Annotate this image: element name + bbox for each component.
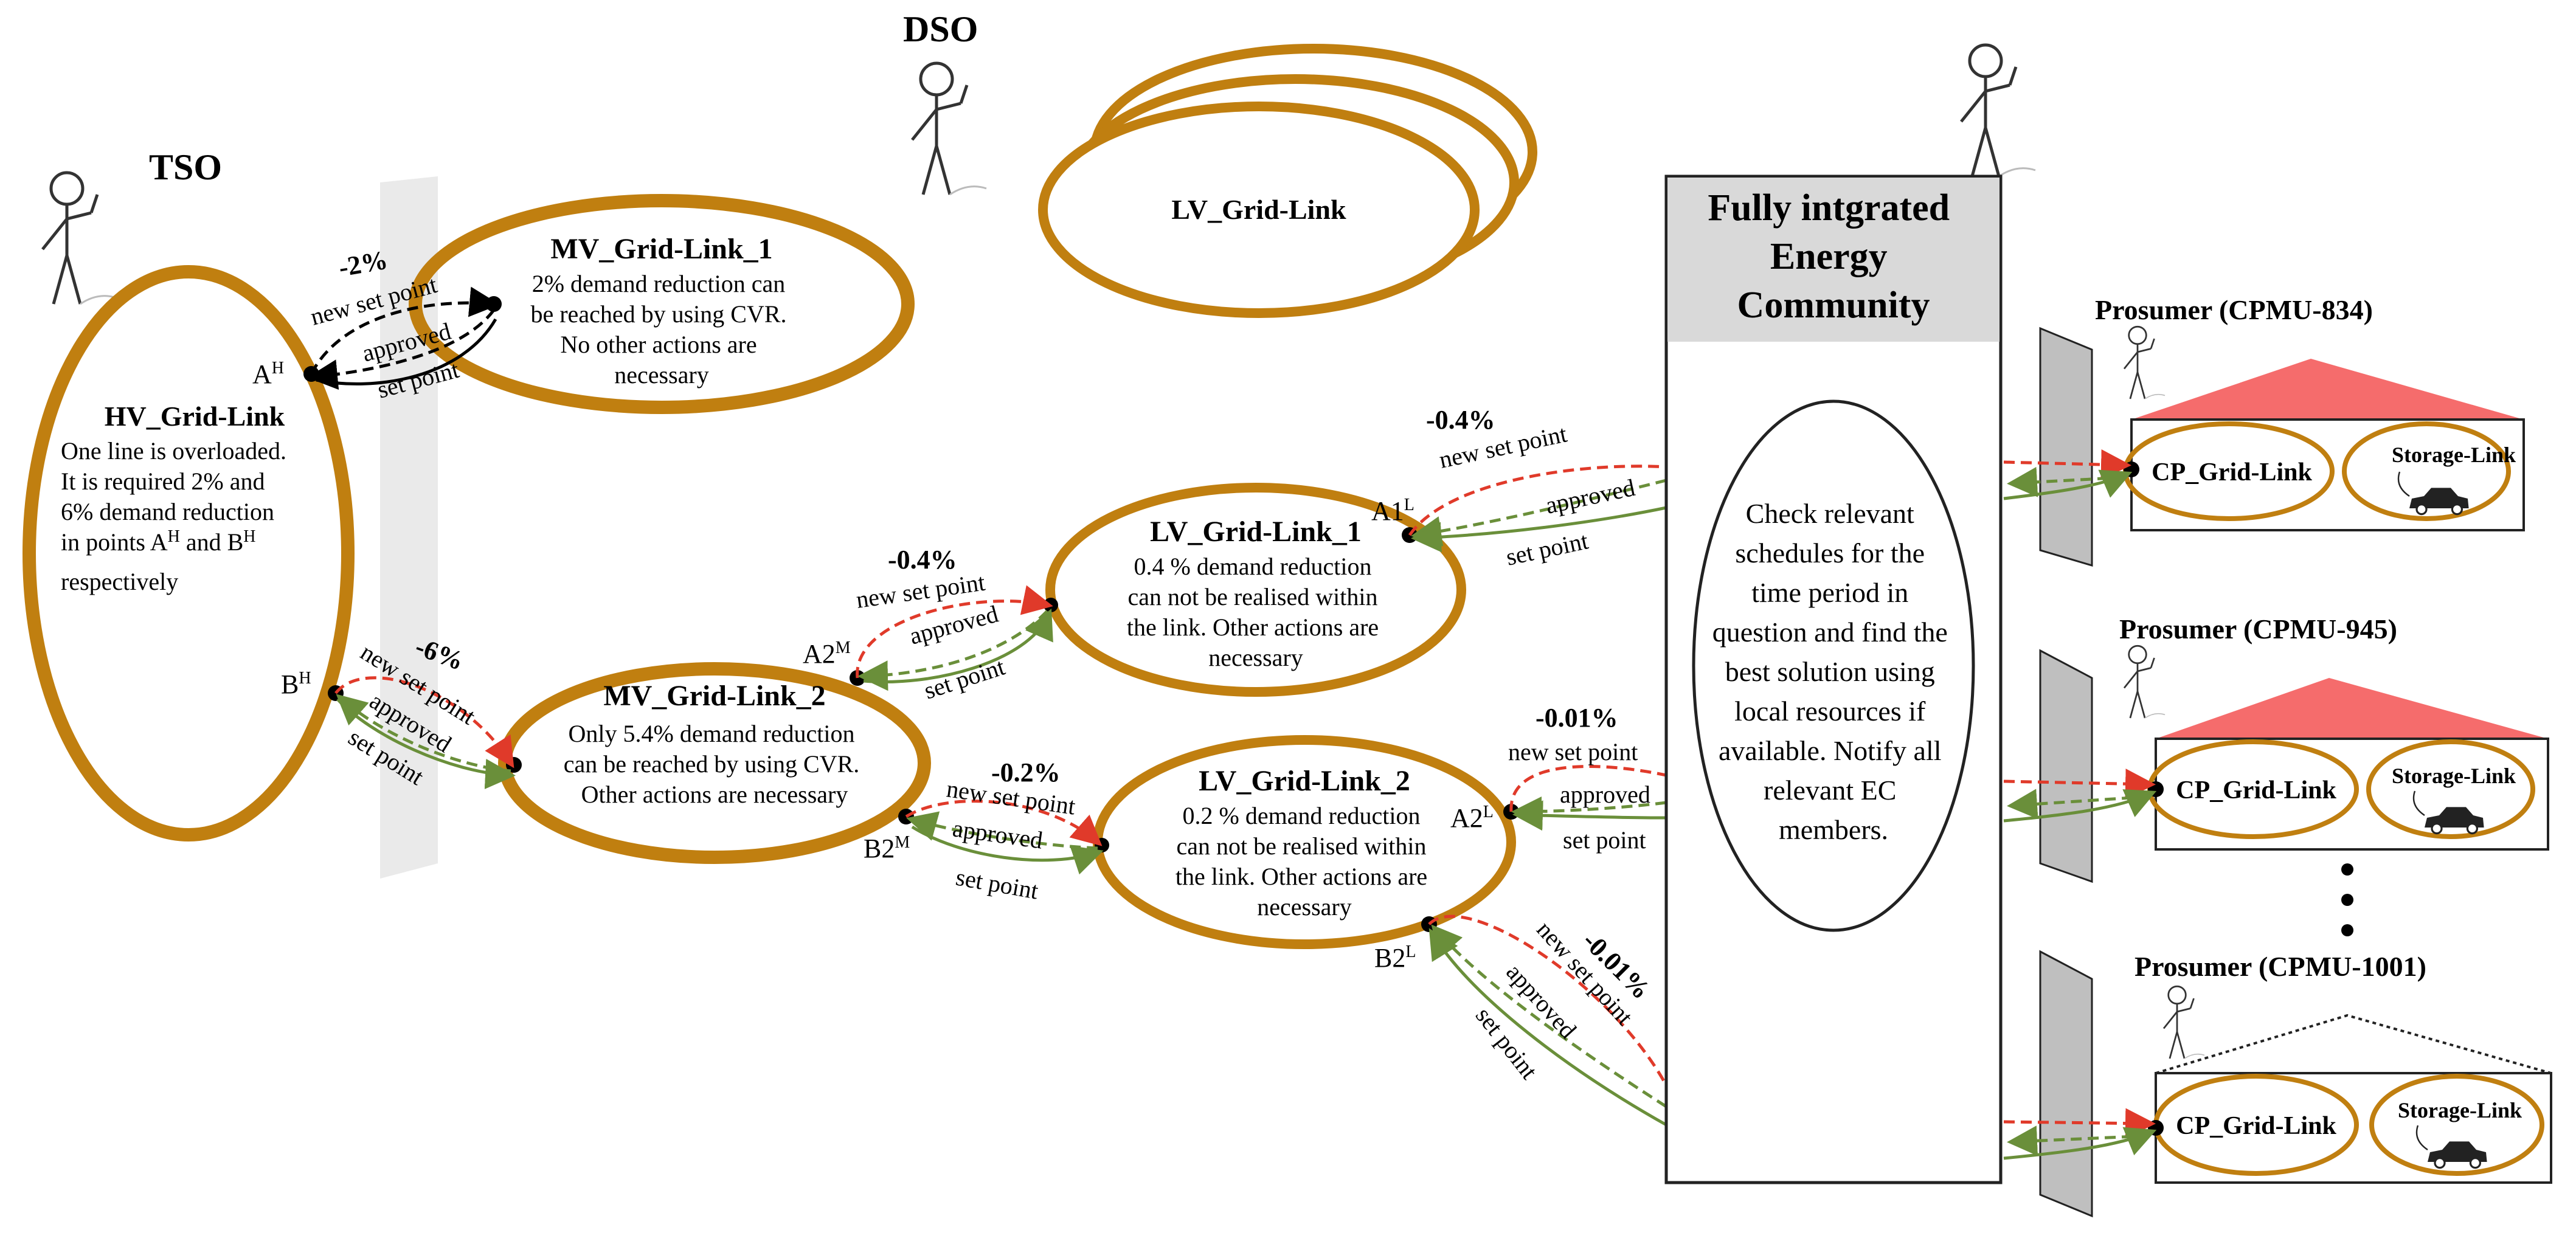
arrow-ec-lv1-approved (1411, 479, 1667, 547)
point-a2-mv-label: A2M (803, 638, 851, 669)
prosumer-2-actor-icon (2123, 644, 2166, 719)
pct-mv2-lv1: -0.4% (888, 545, 957, 575)
dso-actor-icon (912, 63, 986, 195)
arrow-ec-lv2b-set-point (1428, 928, 1667, 1127)
hv-title: HV_Grid-Link (105, 401, 285, 432)
prosumer-2-name: Prosumer (CPMU-945) (2119, 613, 2397, 644)
dso-label: DSO (903, 9, 978, 49)
prosumer-1-name: Prosumer (CPMU-834) (2095, 294, 2373, 325)
community-title: Fully intgrated Energy Community (1708, 187, 1959, 326)
point-lv2-in[interactable] (1095, 838, 1109, 852)
prosumer-2-panel (2039, 649, 2093, 883)
prosumer-3-roof (2155, 1014, 2552, 1074)
arrow-hv-mv2-set-point (336, 698, 516, 789)
arrow-ec-prosumer2-set-point (2003, 789, 2157, 823)
prosumer-3-house (2155, 1072, 2552, 1184)
arrow-ec-prosumer1-set-point (2003, 469, 2133, 500)
point-b-hv-label: BH (281, 669, 311, 699)
arrow-ec-lv1-set-point (1411, 506, 1667, 553)
label-mv2-lv1-approved: approved (907, 600, 1001, 650)
label-lv2a-ec-set-point: set point (1563, 826, 1646, 854)
prosumer-3-panel (2039, 950, 2093, 1218)
point-b2-lv-label: B2L (1374, 942, 1416, 973)
pct-lv1-ec: -0.4% (1426, 405, 1495, 435)
community-process-ellipse (1692, 399, 1975, 932)
prosumer-2-storage-label: Storage-Link (2392, 764, 2516, 788)
hv-grid-link-node[interactable] (23, 265, 355, 841)
community-header (1667, 178, 2000, 342)
arrow-mv1-hv-approved (307, 309, 496, 390)
mv-grid-link-1-node[interactable] (409, 194, 915, 414)
tso-dso-panel (380, 176, 438, 879)
community-actor-icon (1961, 45, 2035, 176)
prosumer-1-storage-label: Storage-Link (2392, 443, 2516, 467)
lv2-description: 0.2 % demand reduction can not be realis… (1175, 802, 1433, 921)
label-mv2-lv2-set-point: set point (954, 863, 1040, 905)
prosumer-3-name: Prosumer (CPMU-1001) (2135, 951, 2426, 982)
tso-actor-icon (43, 173, 117, 304)
prosumer-2-roof (2156, 678, 2548, 739)
point-b2-mv-label: B2M (864, 833, 910, 863)
hv-description: One line is overloaded. It is required 2… (61, 437, 293, 595)
point-a-hv-label: AH (252, 359, 284, 389)
arrow-hv-mv1-new-set-point (310, 286, 500, 375)
prosumer-1-cp-label: CP_Grid-Link (2152, 458, 2312, 486)
mv1-description: 2% demand reduction can be reached by us… (530, 270, 792, 389)
arrow-mv2-lv2-new-set-point (905, 800, 1103, 846)
ellipsis-dot-1 (2341, 863, 2353, 876)
mv1-title: MV_Grid-Link_1 (550, 233, 772, 265)
arrow-ec-lv2a-set-point (1512, 800, 1667, 831)
lv1-title: LV_Grid-Link_1 (1150, 516, 1362, 548)
label-mv2-lv1-set-point: set point (921, 653, 1008, 705)
arrow-lv2b-ec-new-set-point (1428, 914, 1668, 1087)
arrow-ec-prosumer1-new-set-point (2003, 449, 2131, 480)
prosumer-3-actor-icon (2162, 985, 2206, 1060)
prosumer-3-storage-node[interactable] (2369, 1074, 2544, 1176)
tso-label: TSO (149, 147, 222, 187)
lv-stack-title: LV_Grid-Link (1171, 194, 1346, 225)
arrow-lv2a-ec-new-set-point (1509, 765, 1667, 812)
mv2-description: Only 5.4% demand reduction can be reache… (564, 720, 866, 808)
prosumer-2-storage-node[interactable] (2366, 739, 2535, 839)
lv1-description: 0.4 % demand reduction can not be realis… (1127, 553, 1385, 671)
community-box[interactable] (1664, 175, 2003, 1184)
arrow-ec-prosumer3-new-set-point (2003, 1108, 2156, 1139)
lv2-title: LV_Grid-Link_2 (1199, 765, 1410, 797)
arrow-hv-mv2-new-set-point (334, 676, 514, 769)
arrow-ec-prosumer3-set-point (2003, 1127, 2157, 1160)
arrow-ec-lv2a-approved (1511, 796, 1667, 827)
label-lv1-ec-set-point: set point (1504, 527, 1591, 570)
arrow-mv2-lv1-set-point (863, 608, 1053, 684)
ellipsis-dot-3 (2341, 924, 2353, 936)
prosumer-2-cp-label: CP_Grid-Link (2176, 776, 2336, 804)
mv2-title: MV_Grid-Link_2 (603, 680, 825, 712)
arrow-lv1-ec-new-set-point (1408, 465, 1667, 536)
point-a2-lv-label: A2L (1450, 803, 1494, 833)
arrow-ec-prosumer2-new-set-point (2003, 769, 2156, 800)
label-lv2a-ec-new-set-point: new set point (1508, 738, 1638, 765)
pct-lv2a-ec: -0.01% (1536, 703, 1618, 733)
point-a1-lv-label: A1L (1371, 496, 1414, 526)
prosumer-3-storage-label: Storage-Link (2398, 1098, 2522, 1122)
pct-mv2-lv2: -0.2% (991, 758, 1061, 787)
prosumer-1-roof (2131, 359, 2524, 420)
community-description: Check relevant schedules for the time pe… (1712, 498, 1955, 845)
arrow-mv2-lv1-new-set-point (856, 585, 1053, 679)
prosumer-1-actor-icon (2123, 325, 2166, 400)
label-lv2a-ec-approved: approved (1560, 781, 1650, 808)
label-lv1-ec-approved: approved (1543, 474, 1638, 519)
prosumer-1-panel (2039, 327, 2093, 567)
prosumer-1-storage-node[interactable] (2342, 421, 2511, 521)
lv-stack-front[interactable] (1038, 102, 1480, 318)
arrow-hv-mv1-set-point (316, 318, 497, 385)
ellipsis-dot-2 (2341, 894, 2353, 906)
arrow-mv2-lv2-set-point (911, 825, 1104, 875)
prosumer-3-cp-label: CP_Grid-Link (2176, 1112, 2336, 1140)
